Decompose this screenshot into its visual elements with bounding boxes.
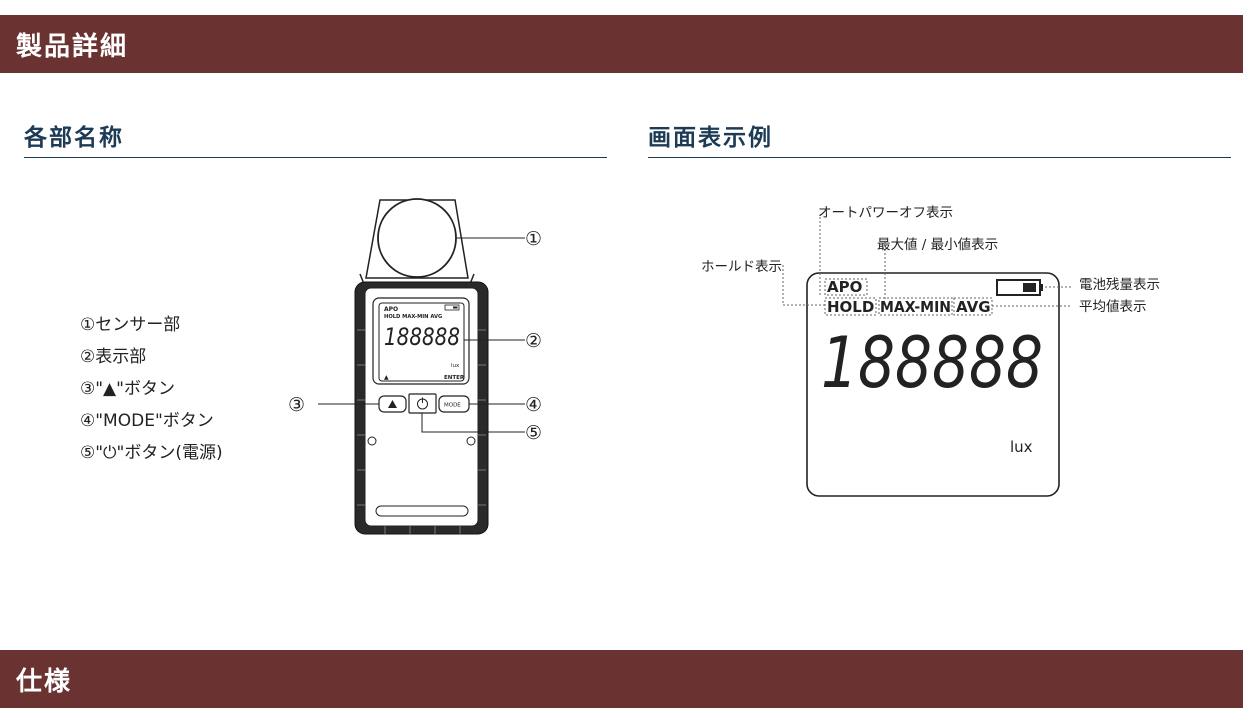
- parts-list-item: ④"MODE"ボタン: [80, 411, 214, 431]
- device-lcd-unit: lux: [451, 363, 460, 369]
- power-icon: [417, 397, 428, 410]
- mode-button-label: MODE: [444, 403, 461, 409]
- device-lcd-modes: HOLD MAX-MIN AVG: [384, 314, 442, 320]
- parts-list-item: ①センサー部: [80, 315, 181, 335]
- label-average: 平均値表示: [1079, 299, 1147, 315]
- callout-1: ①: [525, 228, 542, 250]
- parts-list-item: ⑤"⏻"ボタン(電源): [80, 443, 223, 463]
- lcd-battery-icon: [996, 279, 1043, 296]
- parts-list-item: ③"▲"ボタン: [80, 379, 175, 399]
- parts-section-title: 各部名称: [24, 125, 124, 151]
- device-lcd: [378, 302, 465, 382]
- callout-5: ⑤: [525, 422, 542, 444]
- power-button[interactable]: [408, 393, 437, 414]
- lcd-hold: HOLD: [827, 298, 874, 316]
- screw-icon: [466, 436, 476, 446]
- lcd-max-min: MAX-MIN: [880, 298, 951, 316]
- label-battery: 電池残量表示: [1079, 277, 1160, 293]
- spec-title: 仕様: [16, 666, 73, 697]
- parts-list: ①センサー部 ②表示部 ③"▲"ボタン ④"MODE"ボタン ⑤"⏻"ボタン(電…: [80, 309, 223, 469]
- page-title: 製品詳細: [16, 31, 129, 62]
- callout-4: ④: [525, 394, 542, 416]
- label-max-min: 最大値 / 最小値表示: [877, 237, 998, 253]
- parts-section-rule: [24, 157, 607, 158]
- lcd-frame: [806, 272, 1060, 497]
- display-section-rule: [648, 157, 1231, 158]
- lcd-unit: lux: [1010, 438, 1033, 456]
- lcd-digits: 188888: [821, 322, 1043, 404]
- screw-icon: [367, 436, 377, 446]
- sensor-icon: [377, 198, 457, 278]
- battery-slot: [375, 505, 469, 517]
- lcd-avg: AVG: [956, 298, 991, 316]
- label-hold: ホールド表示: [701, 259, 782, 275]
- spec-band: 仕様: [0, 650, 1243, 708]
- device-lcd-digits: 188888: [384, 323, 460, 351]
- triangle-up-icon: [388, 400, 397, 408]
- label-auto-power-off: オートパワーオフ表示: [818, 205, 953, 221]
- parts-list-item: ②表示部: [80, 347, 147, 367]
- device-lcd-up-icon: ▲: [384, 374, 389, 381]
- header-band: 製品詳細: [0, 15, 1243, 73]
- device-illustration: APO HOLD MAX-MIN AVG 188888 lux ▲ ENTER …: [288, 198, 542, 535]
- callout-2: ②: [525, 330, 542, 352]
- device-lcd-enter: ENTER: [444, 375, 465, 381]
- display-example: APO HOLD MAX-MIN AVG 188888 lux オートパワーオフ…: [701, 205, 1160, 497]
- device-lcd-apo: APO: [384, 306, 398, 313]
- device-battery-icon: [444, 304, 460, 311]
- lcd-apo: APO: [827, 278, 862, 296]
- callout-3: ③: [288, 394, 305, 416]
- display-section-title: 画面表示例: [648, 125, 773, 151]
